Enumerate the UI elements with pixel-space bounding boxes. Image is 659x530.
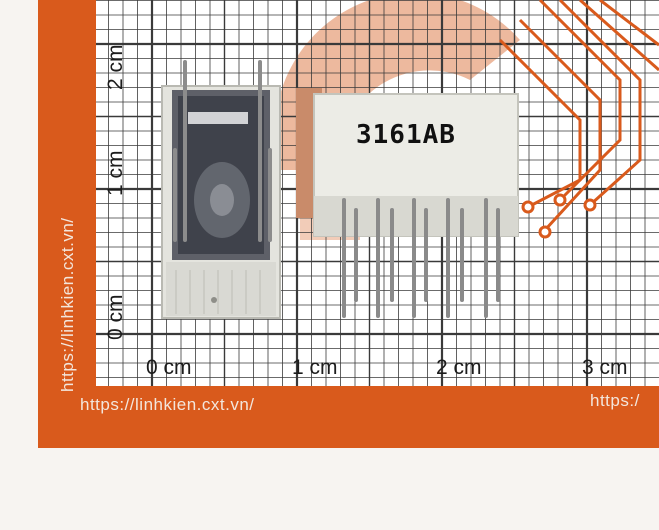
circuit-pads bbox=[521, 193, 597, 239]
watermark-url-bottom-right: https:/ bbox=[590, 391, 640, 410]
orange-left-band bbox=[38, 0, 96, 448]
ruler-x-label-1: 1 cm bbox=[292, 356, 338, 379]
ruler-y-label-2: 2 cm bbox=[104, 44, 127, 90]
ruler-x-label-3: 3 cm bbox=[582, 356, 628, 379]
right-led-package bbox=[296, 88, 519, 318]
ruler-y-label-1: 1 cm bbox=[104, 150, 127, 196]
left-edge-white bbox=[0, 0, 38, 530]
left-led-package bbox=[161, 60, 281, 319]
ruler-y-label-0: 0 cm bbox=[104, 294, 127, 340]
orange-bottom-band bbox=[38, 386, 659, 448]
ruler-x-label-0: 0 cm bbox=[146, 356, 192, 379]
ruler-x-label-2: 2 cm bbox=[436, 356, 482, 379]
part-marking: 3161AB bbox=[356, 120, 456, 150]
bottom-edge-white bbox=[0, 448, 659, 530]
circuit-traces bbox=[498, 0, 659, 232]
watermark-url-left: https://linhkien.cxt.vn/ bbox=[58, 217, 77, 392]
watermark-url-bottom: https://linhkien.cxt.vn/ bbox=[80, 395, 255, 414]
